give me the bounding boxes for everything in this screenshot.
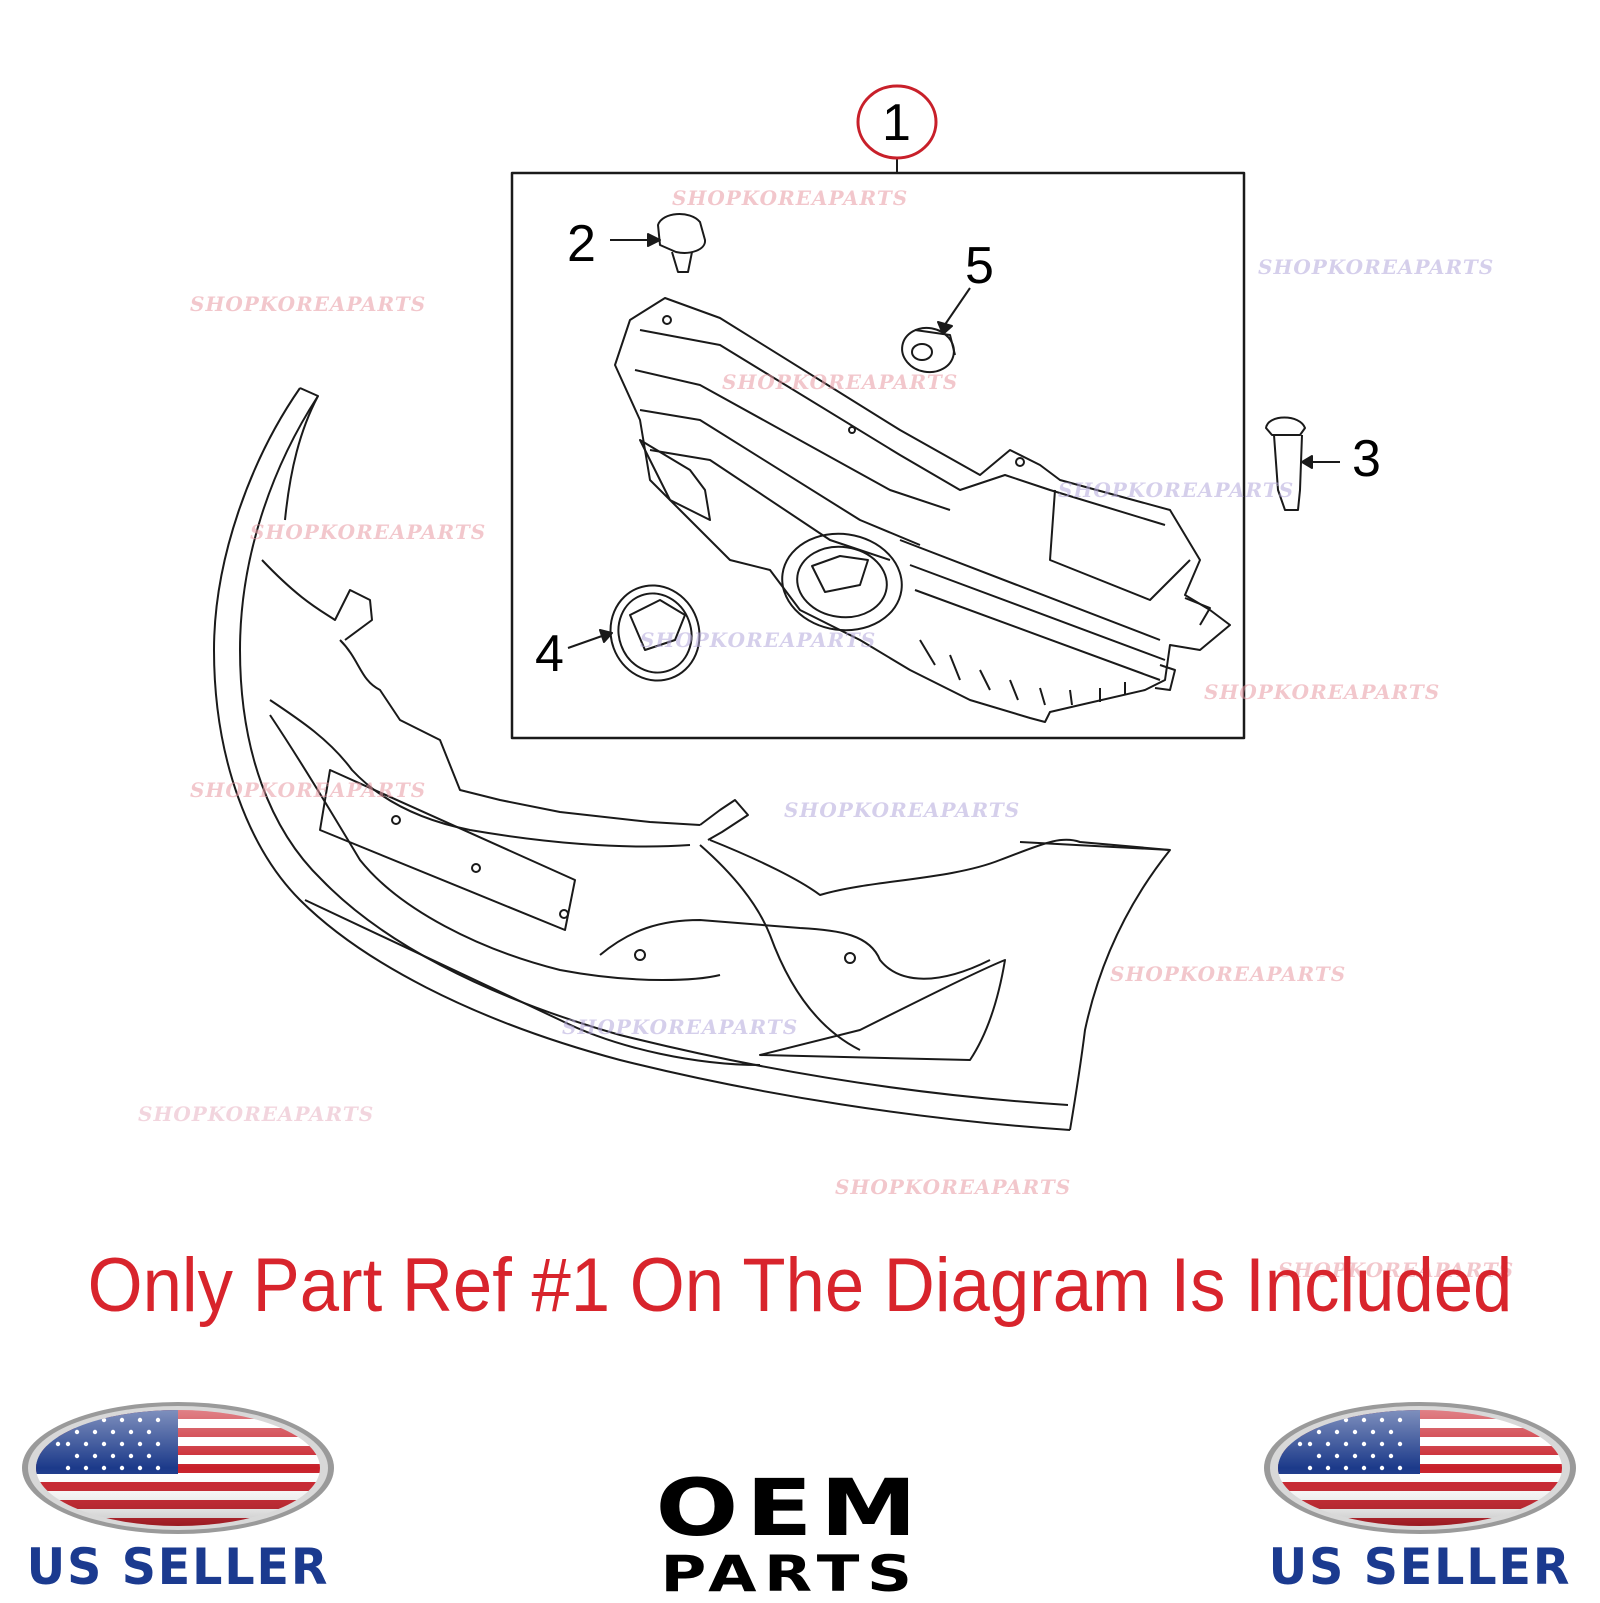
front-bumper-cover xyxy=(213,387,1171,1131)
watermark: SHOPKOREAPARTS xyxy=(784,798,1021,822)
callout-1: 1 xyxy=(882,94,911,152)
nut-5 xyxy=(901,287,971,374)
watermark: SHOPKOREAPARTS xyxy=(722,370,959,394)
watermark: SHOPKOREAPARTS xyxy=(190,292,427,316)
watermark: SHOPKOREAPARTS xyxy=(640,628,877,652)
callout-2: 2 xyxy=(567,215,596,273)
notice-text: Only Part Ref #1 On The Diagram Is Inclu… xyxy=(87,1243,1513,1328)
watermark: SHOPKOREAPARTS xyxy=(138,1102,375,1126)
pin-3 xyxy=(1265,416,1340,511)
callout-1-circle xyxy=(856,84,938,160)
us-flag-oval-icon xyxy=(22,1402,334,1534)
us-flag-oval-icon xyxy=(1264,1402,1576,1534)
emblem-4 xyxy=(567,584,701,682)
us-seller-badge-right: US SELLER xyxy=(1250,1398,1590,1598)
radiator-grille xyxy=(614,297,1231,723)
watermark: SHOPKOREAPARTS xyxy=(1058,478,1295,502)
oem-parts-logo: OEM PARTS xyxy=(620,1470,960,1600)
watermark: SHOPKOREAPARTS xyxy=(1278,1258,1515,1282)
watermark: SHOPKOREAPARTS xyxy=(1110,962,1347,986)
oem-logo-line1: OEM xyxy=(655,1464,925,1554)
part-box xyxy=(510,171,1246,740)
callout-3: 3 xyxy=(1352,430,1381,488)
oem-logo-line2: PARTS xyxy=(660,1545,920,1603)
us-seller-label: US SELLER xyxy=(26,1538,330,1596)
callout-4: 4 xyxy=(535,625,564,683)
us-seller-badge-left: US SELLER xyxy=(8,1398,348,1598)
watermark: SHOPKOREAPARTS xyxy=(562,1015,799,1039)
watermark: SHOPKOREAPARTS xyxy=(250,520,487,544)
us-seller-label: US SELLER xyxy=(1268,1538,1572,1596)
callout-5: 5 xyxy=(965,237,994,295)
parts-diagram xyxy=(213,84,1340,1131)
watermark: SHOPKOREAPARTS xyxy=(672,186,909,210)
watermark: SHOPKOREAPARTS xyxy=(1204,680,1441,704)
watermark: SHOPKOREAPARTS xyxy=(190,778,427,802)
watermark: SHOPKOREAPARTS xyxy=(1258,255,1495,279)
watermark: SHOPKOREAPARTS xyxy=(835,1175,1072,1199)
clip-2 xyxy=(610,213,706,273)
